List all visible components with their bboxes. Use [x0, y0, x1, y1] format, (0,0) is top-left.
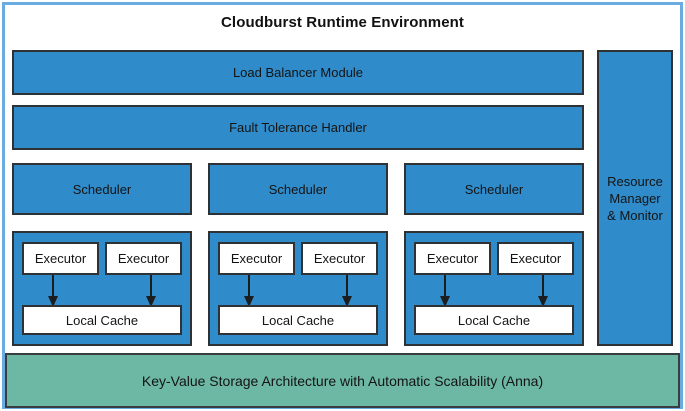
resource-manager-monitor-box[interactable]: Resource Manager & Monitor: [597, 50, 673, 346]
executor-label-2-2: Executor: [313, 251, 366, 266]
executor-row-3: Executor Executor: [414, 242, 574, 275]
executor-box-3-2[interactable]: Executor: [497, 242, 574, 275]
executor-label-2-1: Executor: [230, 251, 283, 266]
load-balancer-module-box[interactable]: Load Balancer Module: [12, 50, 584, 95]
local-cache-label-3: Local Cache: [457, 312, 531, 328]
executor-box-3-1[interactable]: Executor: [414, 242, 491, 275]
executor-row-1: Executor Executor: [22, 242, 182, 275]
worker-group-1: Executor Executor Local Cache: [12, 231, 192, 346]
local-cache-box-3[interactable]: Local Cache: [414, 305, 574, 335]
executor-row-2: Executor Executor: [218, 242, 378, 275]
scheduler-label-2: Scheduler: [268, 181, 328, 197]
executor-to-cache-arrows-1: [48, 275, 156, 307]
page-title: Cloudburst Runtime Environment: [221, 14, 464, 31]
executor-to-cache-arrows-2: [244, 275, 352, 307]
fault-tolerance-handler-label: Fault Tolerance Handler: [229, 120, 367, 135]
executor-box-2-1[interactable]: Executor: [218, 242, 295, 275]
load-balancer-module-label: Load Balancer Module: [232, 65, 364, 80]
executor-box-1-1[interactable]: Executor: [22, 242, 99, 275]
worker-group-2: Executor Executor Local Cache: [208, 231, 388, 346]
fault-tolerance-handler-box[interactable]: Fault Tolerance Handler: [12, 105, 584, 150]
scheduler-box-2[interactable]: Scheduler: [208, 163, 388, 215]
resource-manager-monitor-label: Resource Manager & Monitor: [607, 173, 663, 223]
executor-label-1-2: Executor: [117, 251, 170, 266]
executor-box-1-2[interactable]: Executor: [105, 242, 182, 275]
executor-label-1-1: Executor: [34, 251, 87, 266]
executor-label-3-1: Executor: [426, 251, 479, 266]
local-cache-box-2[interactable]: Local Cache: [218, 305, 378, 335]
executor-to-cache-arrows-3: [440, 275, 548, 307]
scheduler-label-1: Scheduler: [72, 181, 132, 197]
scheduler-label-3: Scheduler: [464, 181, 524, 197]
local-cache-label-1: Local Cache: [65, 312, 139, 328]
worker-group-3: Executor Executor Local Cache: [404, 231, 584, 346]
local-cache-label-2: Local Cache: [261, 312, 335, 328]
executor-box-2-2[interactable]: Executor: [301, 242, 378, 275]
local-cache-box-1[interactable]: Local Cache: [22, 305, 182, 335]
key-value-storage-band[interactable]: Key-Value Storage Architecture with Auto…: [5, 353, 680, 408]
scheduler-box-3[interactable]: Scheduler: [404, 163, 584, 215]
executor-label-3-2: Executor: [509, 251, 562, 266]
scheduler-box-1[interactable]: Scheduler: [12, 163, 192, 215]
key-value-storage-label: Key-Value Storage Architecture with Auto…: [141, 372, 544, 389]
